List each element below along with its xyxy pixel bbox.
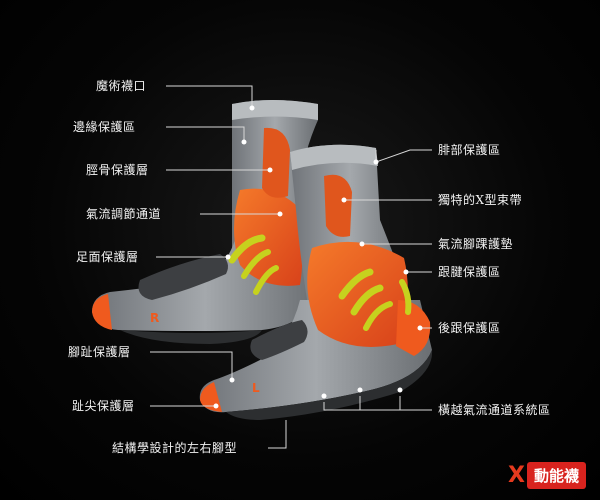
label-toe-tip-protect: 趾尖保護層 [72,399,135,413]
label-cross-airflow: 橫越氣流通道系統區 [438,403,551,417]
right-sock-mark: R [150,311,159,325]
label-heel-protect: 後跟保護區 [438,321,501,335]
brand-x-mark: X [508,462,525,488]
label-toe-joint-protect: 腳趾保護層 [68,345,131,359]
label-shin-protect: 脛骨保護層 [86,163,149,177]
label-x-band: 獨特的X型束帶 [438,193,523,207]
label-ankle-pad: 氣流腳踝護墊 [438,237,514,251]
label-instep-protect: 足面保護層 [76,250,139,264]
brand-logo: X 動能襪 [508,461,586,489]
label-airflow-channel: 氣流調節通道 [86,207,162,221]
brand-name: 動能襪 [526,461,586,489]
label-magic-cuff: 魔術襪口 [96,79,147,93]
callout-lines [150,85,432,449]
left-sock [199,144,433,420]
label-lr-foot-design: 結構學設計的左右腳型 [112,441,238,455]
callout-dots [213,105,423,409]
label-edge-protect: 邊緣保護區 [73,120,136,134]
right-sock [92,100,318,344]
label-calf-protect: 腓部保護區 [438,143,501,157]
left-sock-mark: L [252,381,260,395]
label-achilles-protect: 跟腱保護區 [438,265,501,279]
